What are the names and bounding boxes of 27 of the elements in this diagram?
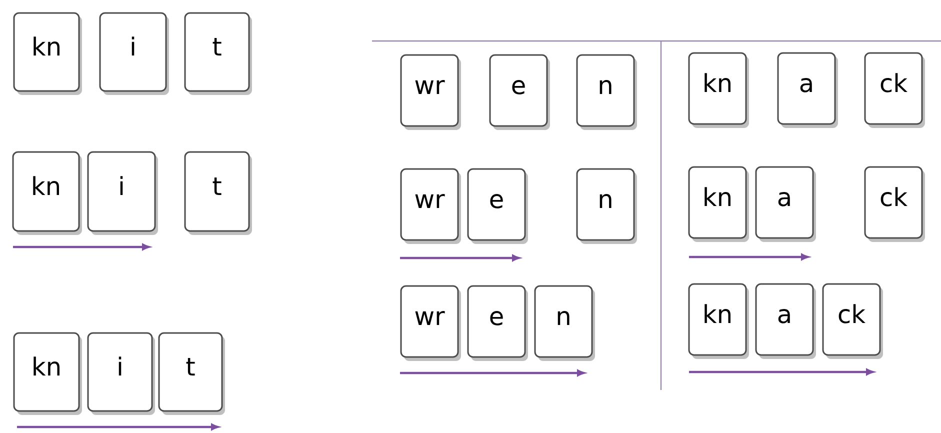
letter-tile: kn: [13, 332, 82, 415]
letter-tile: n: [534, 285, 595, 361]
letter-tile: kn: [12, 151, 82, 235]
letter-tile: ck: [864, 166, 925, 242]
letter-tile: a: [755, 166, 816, 242]
letter-tile: kn: [13, 12, 82, 95]
letter-tile: wr: [400, 285, 461, 361]
letter-tile: ck: [864, 52, 925, 128]
letter-tile: ck: [822, 283, 883, 359]
letter-tile: i: [87, 151, 158, 235]
letter-tile: kn: [688, 52, 749, 128]
letter-tile: t: [184, 12, 252, 95]
letter-tile: wr: [400, 54, 461, 130]
letter-tile: e: [489, 54, 550, 130]
letter-tile: e: [467, 168, 528, 244]
letter-tile: t: [184, 151, 252, 235]
letter-tile: a: [777, 52, 838, 128]
letter-tile: a: [755, 283, 816, 359]
letter-tile: i: [87, 332, 155, 415]
letter-tile: kn: [688, 283, 749, 359]
letter-tile: kn: [688, 166, 749, 242]
letter-tile: n: [576, 168, 637, 244]
letter-tile: t: [158, 332, 225, 415]
letter-tile: n: [576, 54, 637, 130]
letter-tile: e: [467, 285, 528, 361]
letter-tile: i: [99, 12, 169, 95]
letter-tile: wr: [400, 168, 461, 244]
